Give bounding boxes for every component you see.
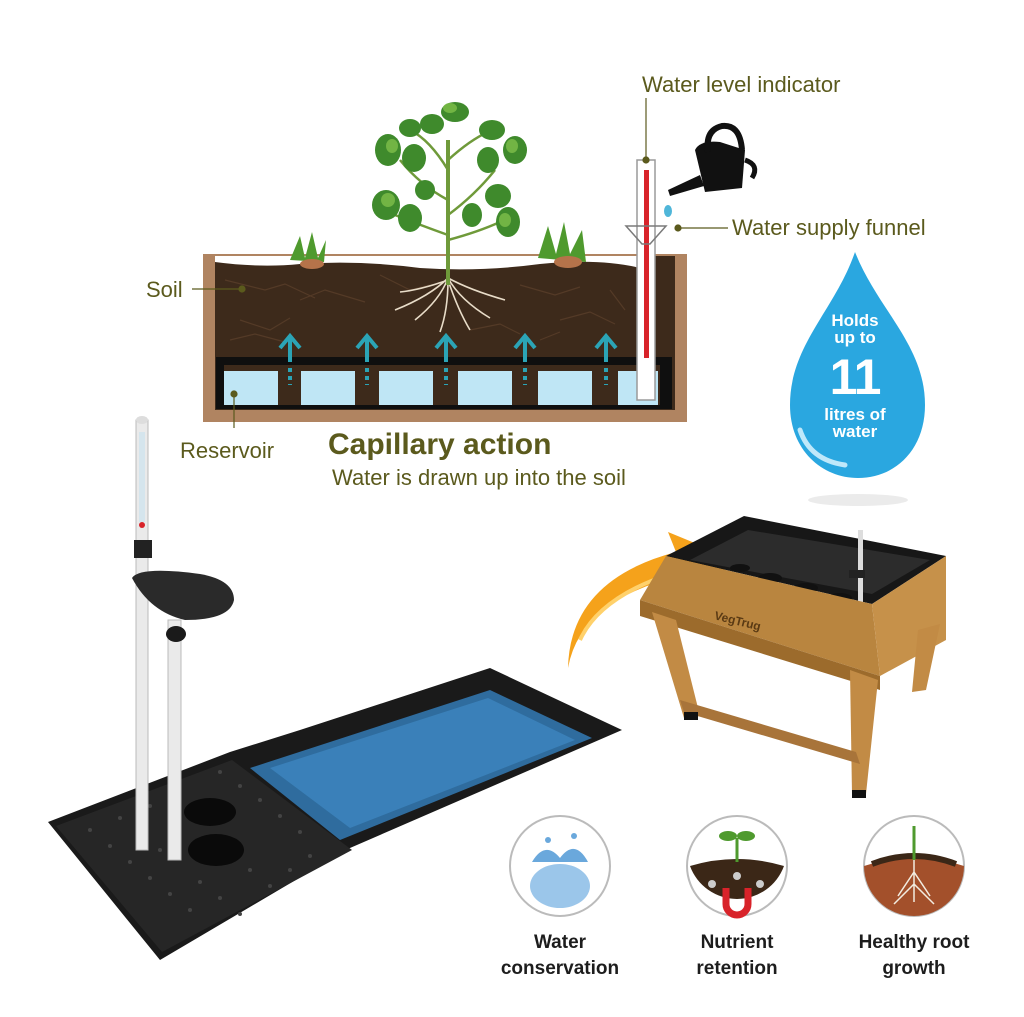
- capacity-badge: Holds up to 11 litres of water: [790, 312, 920, 440]
- benefit-water-conservation: Water conservation: [480, 930, 640, 981]
- capacity-line-1: Holds: [831, 311, 879, 330]
- watering-can-icon: [664, 122, 758, 217]
- benefit-line-1: Water: [533, 932, 587, 953]
- root-icon: [863, 815, 965, 917]
- water-bowl-icon: [509, 815, 611, 917]
- capacity-number: 11: [829, 349, 882, 405]
- reservoir-tray-product: [48, 416, 622, 960]
- seedling-icon: [538, 222, 586, 268]
- capacity-line-4: water: [832, 422, 878, 441]
- benefit-line-2: conservation: [500, 957, 620, 979]
- seedling-icon: [290, 232, 326, 269]
- benefit-line-2: growth: [882, 957, 946, 979]
- leader-lines: [192, 98, 728, 428]
- soil-nutrient-icon: [686, 815, 788, 919]
- water-drop-icon: [790, 252, 925, 506]
- capillary-arrows: [278, 332, 618, 385]
- water-supply-funnel-label: Water supply funnel: [732, 215, 926, 240]
- benefit-nutrient-retention: Nutrient retention: [657, 930, 817, 981]
- benefit-line-2: retention: [696, 957, 778, 979]
- reservoir-label: Reservoir: [180, 438, 275, 463]
- benefit-line-1: Healthy root: [858, 932, 970, 953]
- benefit-line-1: Nutrient: [700, 932, 774, 953]
- reservoir-section: [216, 357, 672, 409]
- diagram-subtitle: Water is drawn up into the soil: [332, 465, 626, 490]
- benefit-healthy-root-growth: Healthy root growth: [834, 930, 994, 981]
- capacity-line-3: litres of: [824, 405, 886, 424]
- plant-icon: [372, 102, 527, 333]
- diagram-title: Capillary action: [328, 428, 552, 461]
- capacity-line-2: up to: [834, 328, 876, 347]
- vegtrug-planter-product: [640, 516, 946, 798]
- water-level-indicator-label: Water level indicator: [642, 72, 841, 97]
- soil-label: Soil: [146, 277, 183, 302]
